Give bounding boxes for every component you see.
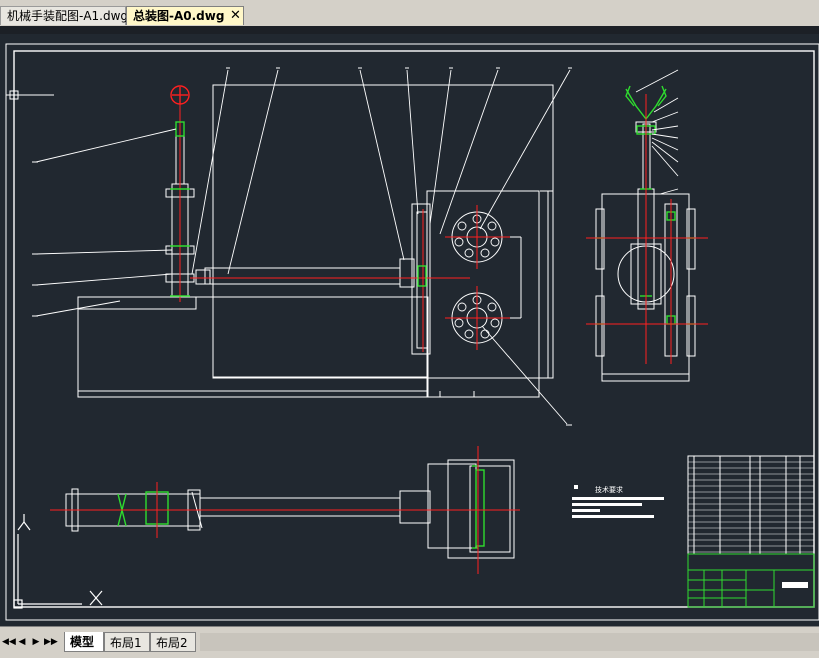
- tab-layout1[interactable]: 布局1: [104, 632, 150, 652]
- tab-model[interactable]: 模型: [64, 632, 104, 652]
- doc-tab-general-a0[interactable]: 总装图-A0.dwg: [126, 6, 244, 25]
- close-icon[interactable]: ✕: [230, 8, 241, 23]
- horizontal-scrollbar[interactable]: [200, 633, 819, 651]
- last-layout-icon[interactable]: ▶▶: [44, 637, 58, 647]
- sheet-inner-border: [13, 50, 815, 608]
- ucs-icon: [13, 514, 103, 609]
- leader-lines: [35, 69, 571, 425]
- top-view: [65, 459, 515, 559]
- viewport-top-strip: [0, 26, 819, 34]
- leader-ticks: [32, 67, 572, 426]
- cad-drawing: 技术要求: [5, 43, 819, 621]
- first-layout-icon[interactable]: ◀◀: [2, 637, 16, 647]
- next-layout-icon[interactable]: ▶: [32, 637, 40, 647]
- document-tab-bar: 机械手装配图-A1.dwg 总装图-A0.dwg ✕: [0, 0, 819, 27]
- doc-tab-assembly-a1[interactable]: 机械手装配图-A1.dwg: [0, 6, 128, 25]
- front-view: [77, 84, 554, 398]
- prev-layout-icon[interactable]: ◀: [18, 637, 26, 647]
- tech-requirements: 技术要求: [572, 485, 664, 518]
- side-view-center-lines: [586, 94, 708, 364]
- layout-tab-bar: ◀◀ ◀ ▶ ▶▶ 模型 布局1 布局2: [0, 626, 819, 658]
- top-view-green: [117, 465, 485, 549]
- title-block: [687, 455, 815, 608]
- green-parts: [170, 85, 427, 297]
- side-view-leaders: [635, 69, 679, 195]
- center-lines: [179, 94, 510, 352]
- tech-req-title: 技术要求: [595, 485, 623, 494]
- drawing-canvas[interactable]: 技术要求: [0, 34, 819, 626]
- tab-layout2[interactable]: 布局2: [150, 632, 196, 652]
- top-view-center-lines: [50, 446, 520, 574]
- crosshair-icon: [6, 74, 54, 132]
- sheet-outer-border: [5, 43, 819, 621]
